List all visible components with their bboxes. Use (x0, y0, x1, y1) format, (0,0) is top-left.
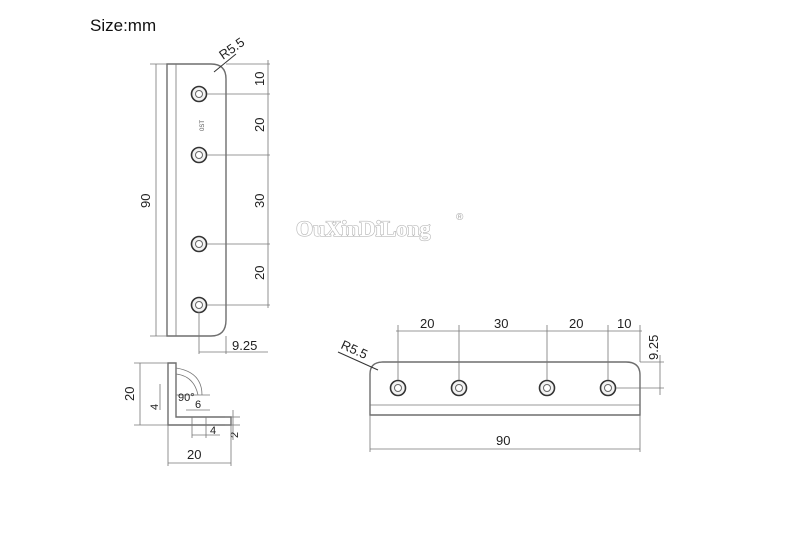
hole (450, 379, 468, 397)
vertical-radius-label: R5.5 (216, 34, 247, 62)
vertical-dim-20-top: 20 (252, 118, 267, 132)
horizontal-radius-label: R5.5 (339, 337, 370, 362)
profile-leg-dim: 4 (149, 404, 161, 410)
hole (538, 379, 556, 397)
vertical-overall-length: 90 (138, 194, 153, 208)
vertical-dim-10: 10 (252, 72, 267, 86)
hole (599, 379, 617, 397)
horizontal-dim-30: 30 (494, 316, 508, 331)
watermark-registered-mark: ® (456, 212, 464, 223)
horizontal-dim-20-left: 20 (420, 316, 434, 331)
part-mark: 0ST (200, 120, 206, 131)
horizontal-plate-outline (369, 361, 641, 416)
profile-view: 20 90° 4 6 4 2 20 (122, 362, 241, 466)
vertical-plate-outline (166, 63, 227, 337)
vertical-bracket-view: R5.5 0ST 10 20 30 20 90 9.25 (138, 34, 270, 354)
vertical-dim-30: 30 (252, 194, 267, 208)
horizontal-edge-offset: 9.25 (646, 335, 661, 360)
profile-angle: 90° (178, 392, 195, 404)
horizontal-dim-20-right: 20 (569, 316, 583, 331)
hole (190, 85, 208, 103)
profile-bottom-dim: 4 (210, 425, 216, 437)
profile-thickness: 2 (229, 432, 241, 438)
page-title: Size:mm (90, 16, 157, 35)
hole (190, 146, 208, 164)
profile-height: 20 (122, 387, 137, 401)
vertical-edge-offset: 9.25 (232, 338, 257, 353)
profile-hole-dim: 6 (195, 399, 201, 411)
profile-width: 20 (187, 447, 201, 462)
horizontal-overall-length: 90 (496, 433, 510, 448)
horizontal-bracket-view: 20 30 20 10 9.25 R5.5 90 (337, 316, 664, 452)
hole (190, 235, 208, 253)
hole (190, 296, 208, 314)
vertical-dim-20-bottom: 20 (252, 266, 267, 280)
watermark-text: OuXinDiLong (296, 216, 431, 241)
hole (389, 379, 407, 397)
watermark: OuXinDiLong ® (295, 212, 464, 242)
horizontal-dim-10: 10 (617, 316, 631, 331)
